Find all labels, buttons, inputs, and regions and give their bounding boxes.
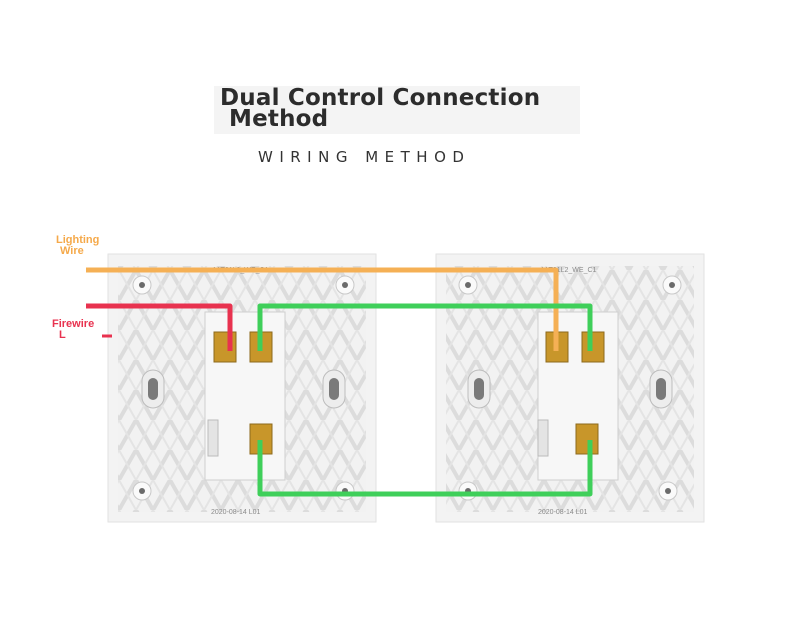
title-line-2: Method [229,106,329,132]
firewire-label-line-2: L [59,329,66,341]
lighting-wire-label: Lighting Wire [56,235,99,257]
diagram-subtitle: WIRING METHOD [258,148,471,166]
switch-panel-right: A1T31L2_WE_C1 2020-08-14 L01 [435,253,705,523]
firewire-label: Firewire L [52,319,94,341]
switch-panel-left: A1T31L2_WE_C1 2020-08-14 L01 [107,253,377,523]
traveler-wire-upper [257,303,593,351]
date-text-left: 2020-08-14 L01 [211,509,261,516]
fire-wire [86,303,233,351]
firewire-label-line-1: Firewire [52,318,95,330]
lighting-label-line-2: Wire [60,245,84,257]
diagram-title: Dual Control Connection Method [220,85,580,132]
traveler-wire-lower [257,440,593,497]
lighting-wire [86,267,559,351]
date-text-right: 2020-08-14 L01 [538,509,588,516]
title-background [214,86,580,134]
lighting-label-line-1: Lighting [56,234,100,246]
model-text-right: A1T31L2_WE_C1 [540,267,597,274]
title-line-1: Dual Control Connection [220,85,541,111]
